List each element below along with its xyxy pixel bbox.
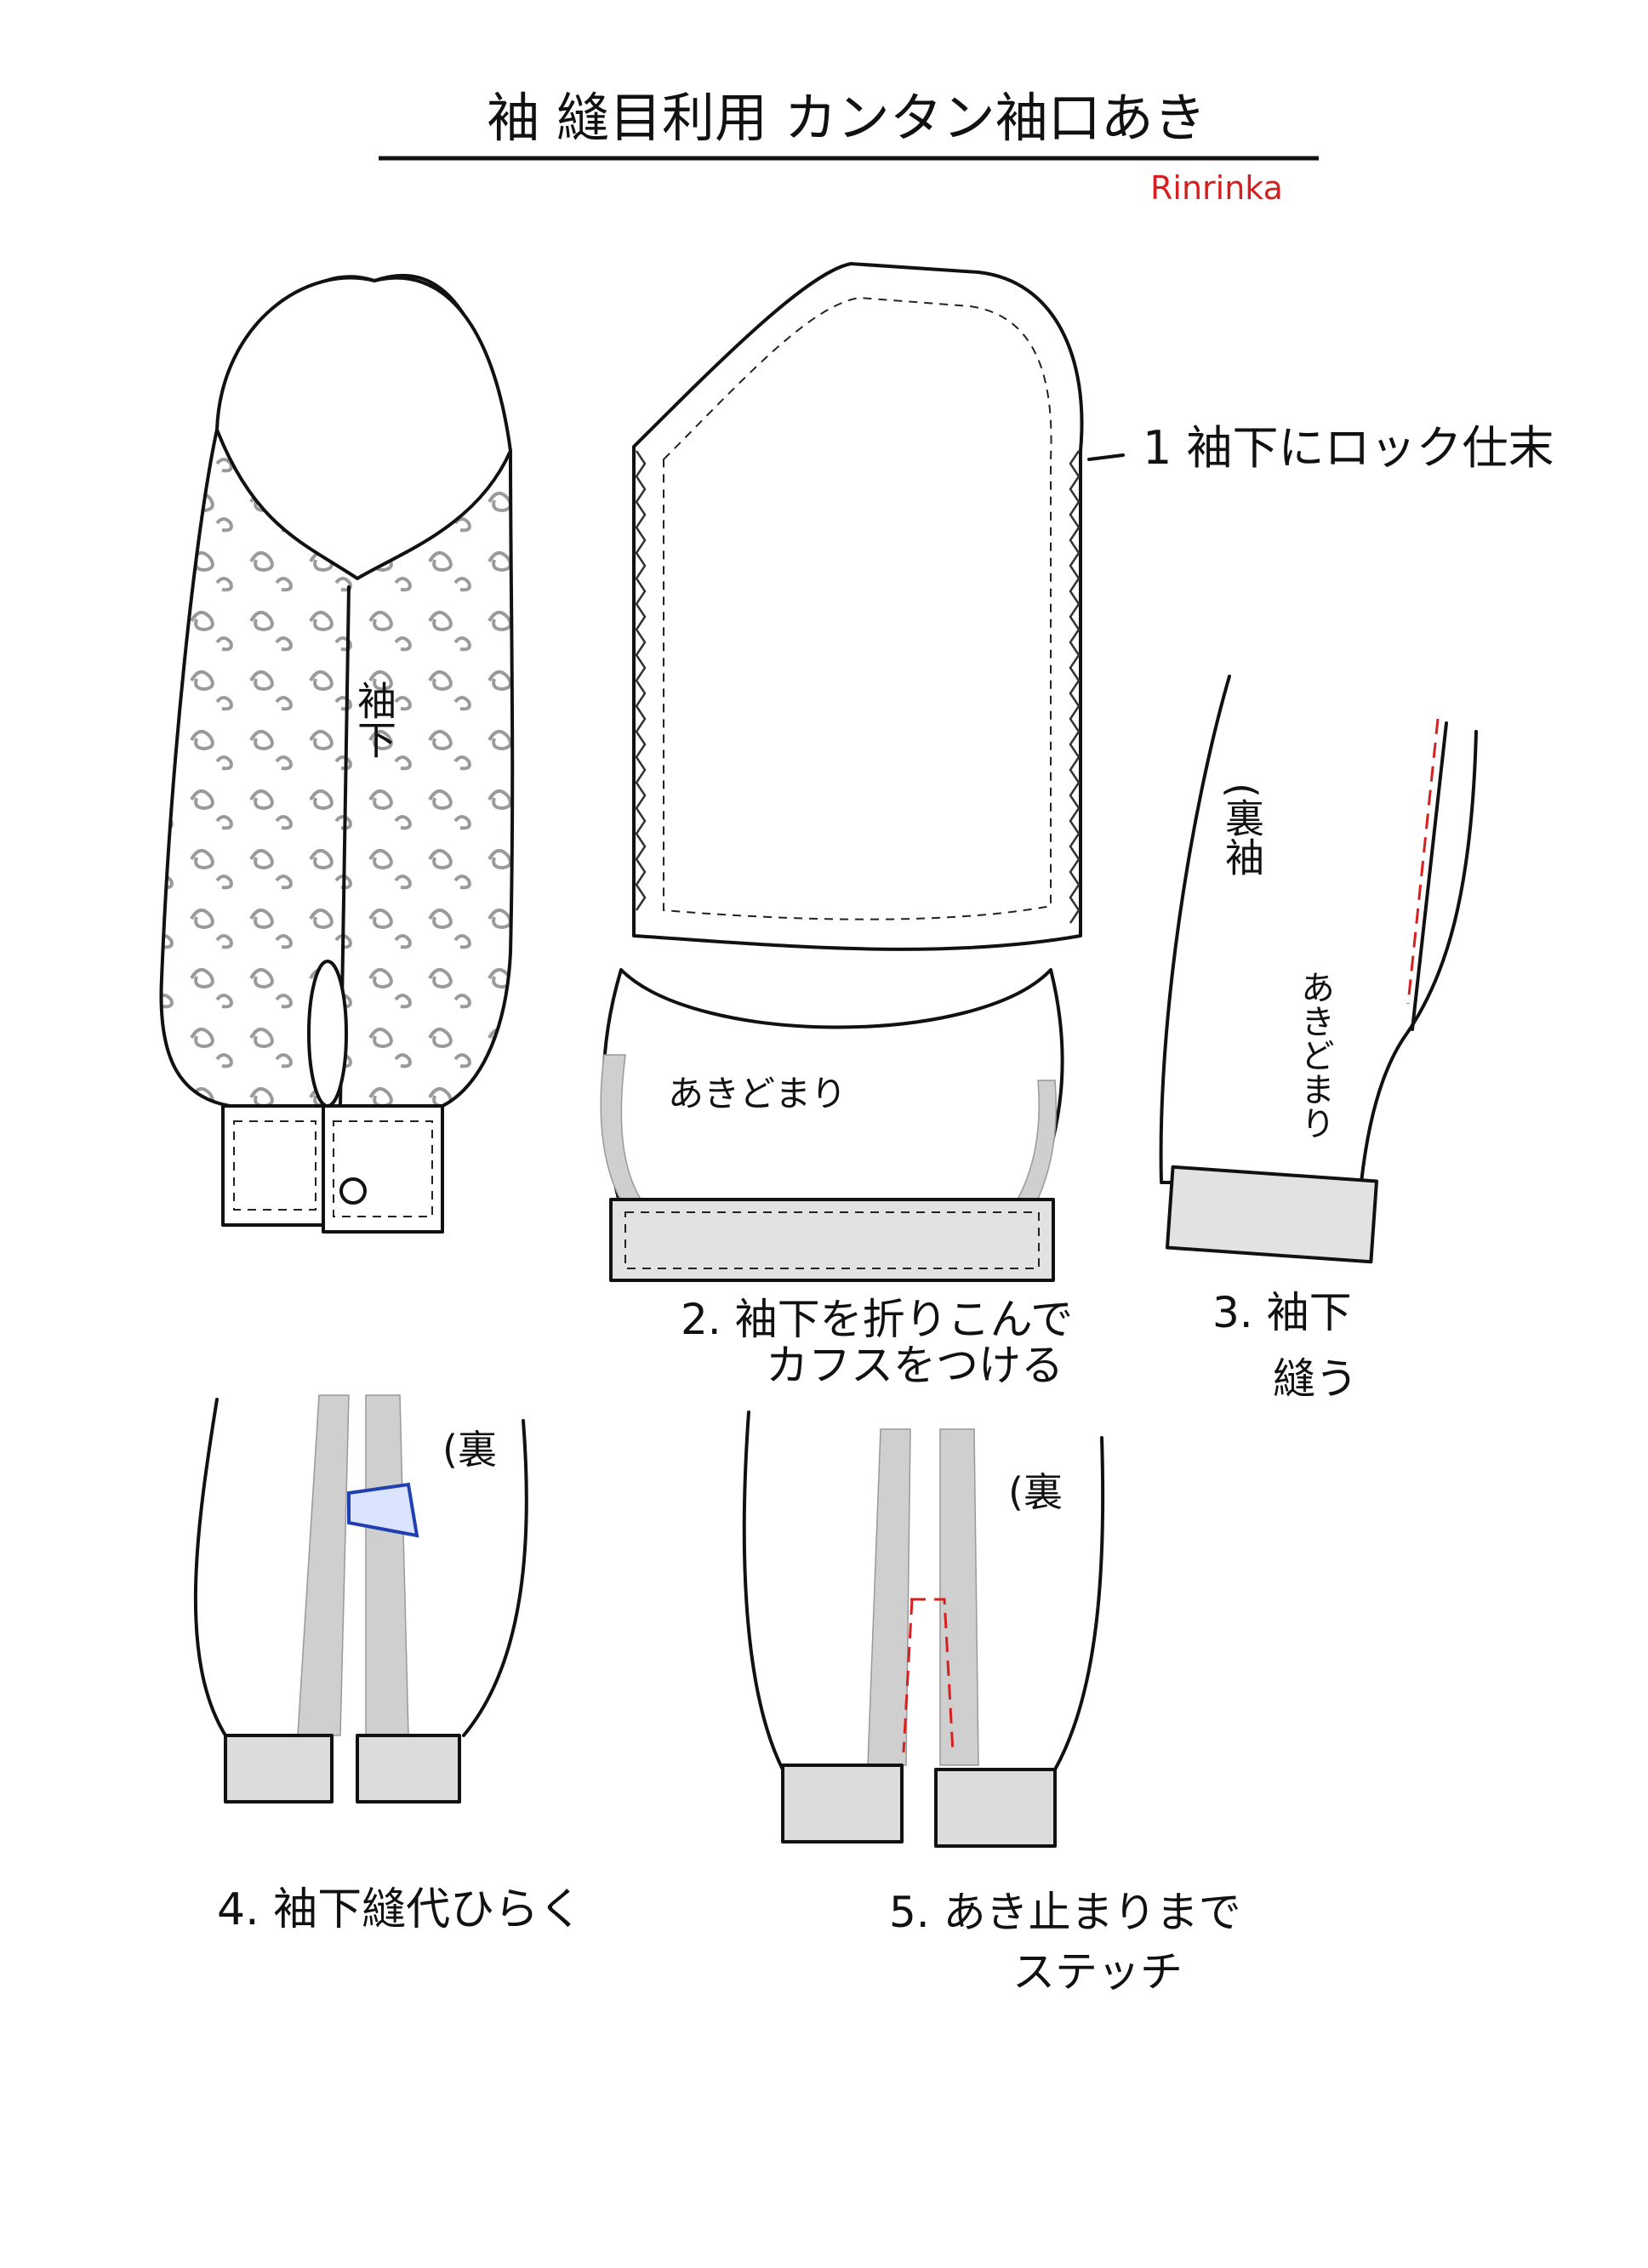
step4-note: (裏: [442, 1427, 497, 1473]
button-icon: [339, 1177, 367, 1205]
step4-caption: 4. 袖下縫代ひらく: [217, 1884, 583, 1935]
step2-caption-line2: カフスをつける: [766, 1341, 1064, 1390]
step5-caption-line1: 5. あき止まりまで: [889, 1888, 1241, 1937]
step2-annotation: あきどまり: [668, 1073, 847, 1114]
step3-figure: (裏袖 あきどまり 3. 袖下 縫う: [1159, 675, 1478, 1404]
step5-figure: (裏 5. あき止まりまで ステッチ: [742, 1410, 1241, 1997]
step1-label: 1 袖下にロック仕末: [1143, 421, 1554, 475]
step2-figure: あきどまり 2. 袖下を折りこんで カフスをつける: [600, 968, 1073, 1390]
iron-icon: [347, 1482, 419, 1538]
step5-note: (裏: [1008, 1469, 1063, 1515]
step2-caption-line1: 2. 袖下を折りこんで: [681, 1295, 1073, 1344]
figure1-label: 袖下: [351, 681, 397, 759]
step3-caption-line2: 縫う: [1273, 1354, 1358, 1404]
finished-sleeve-figure: 袖下: [159, 273, 515, 1234]
step3-caption-line1: 3. 袖下: [1212, 1288, 1352, 1337]
step1-figure: 1 袖下にロック仕末: [632, 262, 1554, 951]
page-title: 袖 縫目利用 カンタン袖口あき: [487, 87, 1206, 149]
step3-note: (裏袖: [1219, 783, 1265, 876]
step3-annotation: あきどまり: [1295, 970, 1334, 1140]
author-signature: Rinrinka: [1150, 169, 1283, 207]
step4-figure: (裏 4. 袖下縫代ひらく: [193, 1394, 583, 1935]
step5-caption-line2: ステッチ: [1012, 1947, 1183, 1997]
